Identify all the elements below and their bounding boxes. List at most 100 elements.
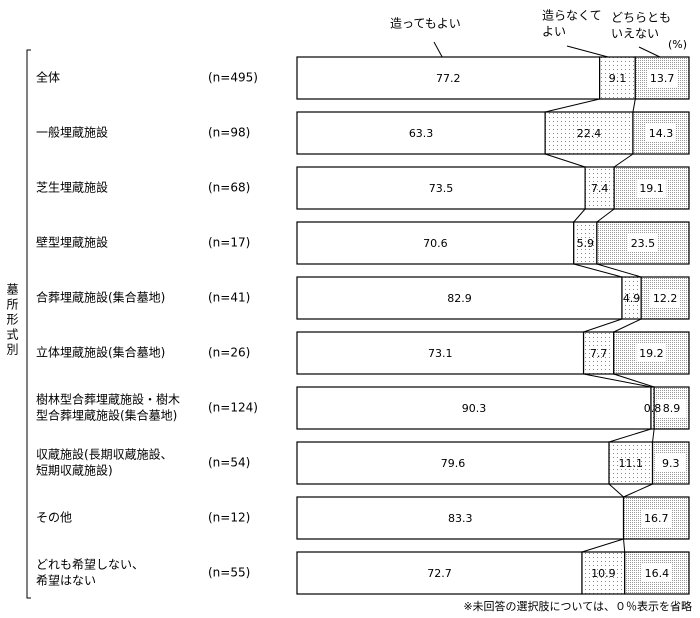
value-label: 73.5 <box>429 182 454 195</box>
category-n-label: (n=12) <box>208 511 250 525</box>
category-label: 希望はない <box>36 573 96 588</box>
series-connector-line <box>613 153 634 168</box>
series-connector-line <box>544 153 586 168</box>
category-n-label: (n=41) <box>208 291 250 305</box>
value-label: 83.3 <box>448 512 473 525</box>
value-label-bg <box>655 454 686 472</box>
value-label: 63.3 <box>409 127 434 140</box>
category-n-label: (n=17) <box>208 236 250 250</box>
category-label: 型合葬埋蔵施設(集合墓地) <box>36 408 177 423</box>
bar-segment <box>584 166 615 210</box>
bar-segment <box>613 166 690 210</box>
value-label: 5.9 <box>577 237 595 250</box>
bar-segment <box>632 111 690 155</box>
value-label: 9.3 <box>662 457 680 470</box>
value-label-bg <box>636 344 667 362</box>
value-label-bg <box>627 234 658 252</box>
series-connector-line <box>596 208 615 223</box>
legend-label-series-2: よい <box>542 25 566 39</box>
category-n-label: (n=26) <box>208 346 250 360</box>
category-label: どれも希望しない、 <box>36 557 144 572</box>
category-label: 短期収蔵施設) <box>36 463 113 478</box>
value-label: 77.2 <box>436 72 461 85</box>
category-label: 立体埋蔵施設(集合墓地) <box>36 345 165 360</box>
value-label-bg <box>650 289 681 307</box>
value-label: 19.1 <box>639 182 664 195</box>
value-label-bg <box>641 509 672 527</box>
group-label: 墓所形式別 <box>5 283 19 358</box>
value-label: 10.9 <box>591 567 616 580</box>
bar-segment <box>296 166 586 210</box>
value-label: 19.2 <box>639 347 664 360</box>
value-label: 22.4 <box>577 127 602 140</box>
series-connector-line <box>583 373 652 388</box>
value-label: 90.3 <box>462 402 487 415</box>
value-label: 73.1 <box>428 347 453 360</box>
category-label: 全体 <box>36 70 60 85</box>
series-connector-line <box>608 483 624 498</box>
value-label: 7.4 <box>591 182 609 195</box>
legend-label-series-2: 造らなくて <box>542 9 602 23</box>
group-bracket <box>26 49 31 599</box>
bar-segment <box>296 441 610 485</box>
value-label: 16.7 <box>644 512 669 525</box>
value-label-bg <box>647 69 678 87</box>
bar-segment <box>296 551 583 595</box>
value-label: 14.3 <box>649 127 674 140</box>
category-n-label: (n=55) <box>208 566 250 580</box>
value-label: 70.6 <box>423 237 448 250</box>
value-label: 11.1 <box>619 457 644 470</box>
series-connector-line <box>545 98 600 113</box>
category-n-label: (n=124) <box>208 401 258 415</box>
bar-segment <box>599 56 636 100</box>
category-label: 一般埋蔵施設 <box>36 125 108 140</box>
bar-segment <box>582 331 615 375</box>
legend-label-series-1: 造ってもよい <box>390 17 461 31</box>
value-label-bg <box>636 179 667 197</box>
value-label: 4.9 <box>623 292 641 305</box>
series-connector-line <box>573 208 586 223</box>
value-label: 8.9 <box>663 402 681 415</box>
value-label: 82.9 <box>447 292 472 305</box>
series-connector-line <box>623 538 626 553</box>
bar-segment <box>608 441 654 485</box>
category-n-label: (n=54) <box>208 456 250 470</box>
value-label-bg <box>645 124 676 142</box>
series-connector-line <box>623 483 653 498</box>
legend-label-series-3: いえない <box>611 27 659 41</box>
value-label: 23.5 <box>631 237 656 250</box>
bar-segment <box>296 276 623 320</box>
value-label: 12.2 <box>653 292 678 305</box>
value-label: 13.7 <box>650 72 675 85</box>
series-connector-line <box>652 428 655 443</box>
category-label: 収蔵施設(長期収蔵施設、 <box>36 447 173 462</box>
category-label: 合葬埋蔵施設(集合墓地) <box>36 290 165 305</box>
bar-segment <box>622 496 690 540</box>
value-label-bg <box>656 399 687 417</box>
value-label: 79.6 <box>441 457 466 470</box>
legend-leader-line <box>638 46 663 59</box>
series-connector-line <box>596 263 642 278</box>
series-connector-line <box>608 428 652 443</box>
bar-segment <box>296 496 625 540</box>
category-label: 樹林型合葬埋蔵施設・樹木 <box>36 392 180 407</box>
footnote: ※未回答の選択肢については、０％表示を省略 <box>463 599 692 613</box>
value-label: 9.1 <box>609 72 627 85</box>
unit-label: (%) <box>668 38 687 51</box>
series-connector-line <box>613 373 655 388</box>
legend-label-series-3: どちらとも <box>611 11 671 25</box>
category-n-label: (n=495) <box>208 71 258 85</box>
value-label: 0.8 <box>644 402 662 415</box>
bar-segment <box>296 331 585 375</box>
category-label: 壁型埋蔵施設 <box>36 235 108 250</box>
series-connector-line <box>573 263 623 278</box>
series-connector-line <box>632 98 636 113</box>
value-label: 7.7 <box>590 347 608 360</box>
bar-segment <box>296 111 546 155</box>
bar-segment <box>581 551 626 595</box>
value-label: 16.4 <box>645 567 670 580</box>
series-connector-line <box>581 538 624 553</box>
value-label-bg <box>641 564 672 582</box>
